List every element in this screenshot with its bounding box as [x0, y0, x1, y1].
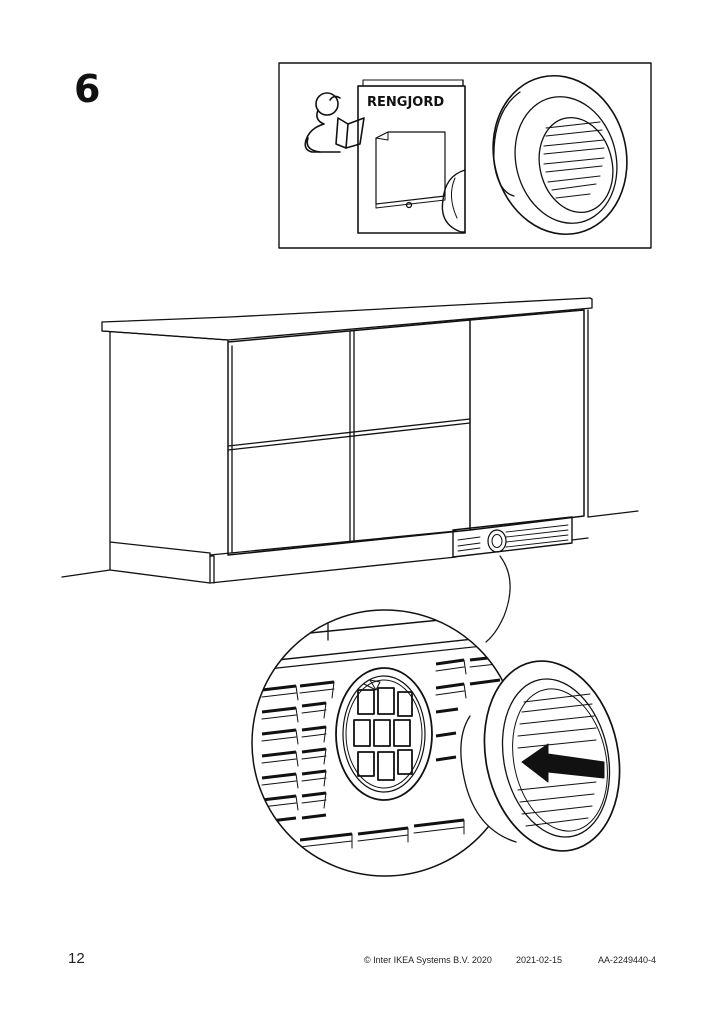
copyright-text: © Inter IKEA Systems B.V. 2020: [364, 955, 492, 965]
document-id: AA-2249440-4: [598, 955, 657, 965]
print-date: 2021-02-15: [516, 955, 563, 965]
vent-cap-insert: [460, 660, 621, 852]
page-number: 12: [68, 950, 85, 967]
cabinet-drawing: [61, 297, 639, 643]
reference-box: [278, 62, 652, 249]
step-number: 6: [74, 67, 101, 111]
manual-booklet-icon: RENGJORD: [357, 79, 466, 234]
insert-arrow-icon: [521, 743, 605, 783]
manual-title: RENGJORD: [367, 95, 444, 110]
zoom-detail: [251, 609, 621, 877]
vent-cap-icon: [492, 74, 628, 236]
ikea-person-reading-icon: [304, 92, 365, 153]
